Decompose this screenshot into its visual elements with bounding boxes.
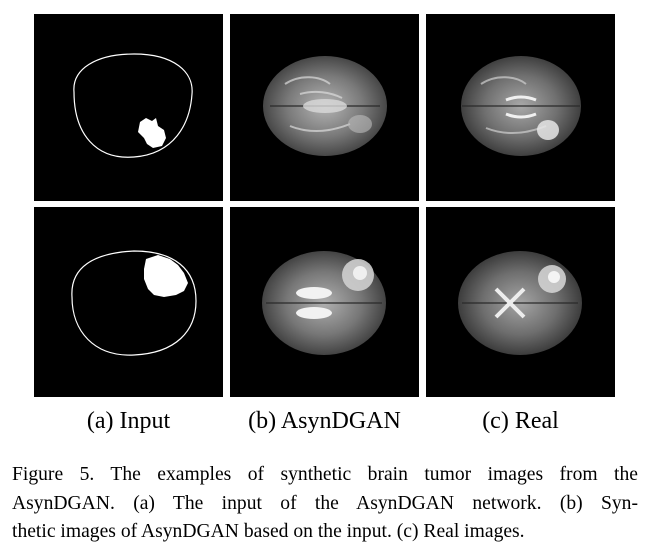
asyndgan-image-row1	[230, 14, 419, 201]
input-outline-mask-row2	[71, 250, 197, 356]
synthetic-brain-row1	[263, 56, 387, 156]
tumor-region	[537, 120, 559, 140]
label-asyndgan: (b) AsynDGAN	[248, 408, 401, 434]
tumor-mask	[144, 255, 188, 297]
real-brain-row1	[461, 56, 581, 156]
synthetic-brain-row2	[262, 251, 386, 355]
input-image-row2	[34, 207, 223, 397]
tumor-mask	[138, 118, 166, 148]
label-input: (a) Input	[86, 408, 171, 434]
caption-line-1: Figure 5. The examples of synthetic brai…	[12, 464, 638, 485]
input-outline-mask-row1	[73, 53, 193, 158]
brain-outline	[71, 250, 197, 356]
caption-line-3: thetic images of AsynDGAN based on the i…	[12, 521, 525, 542]
figure-caption: Figure 5. The examples of synthetic brai…	[12, 461, 638, 547]
input-image-row1	[34, 14, 223, 201]
real-image-row1	[426, 14, 615, 201]
caption-line-2: AsynDGAN. (a) The input of the AsynDGAN …	[12, 492, 638, 514]
brain-outline	[73, 53, 193, 158]
asyndgan-image-row2	[230, 207, 419, 397]
real-brain-row2	[458, 251, 582, 355]
label-real: (c) Real	[482, 408, 559, 434]
real-image-row2	[426, 207, 615, 397]
